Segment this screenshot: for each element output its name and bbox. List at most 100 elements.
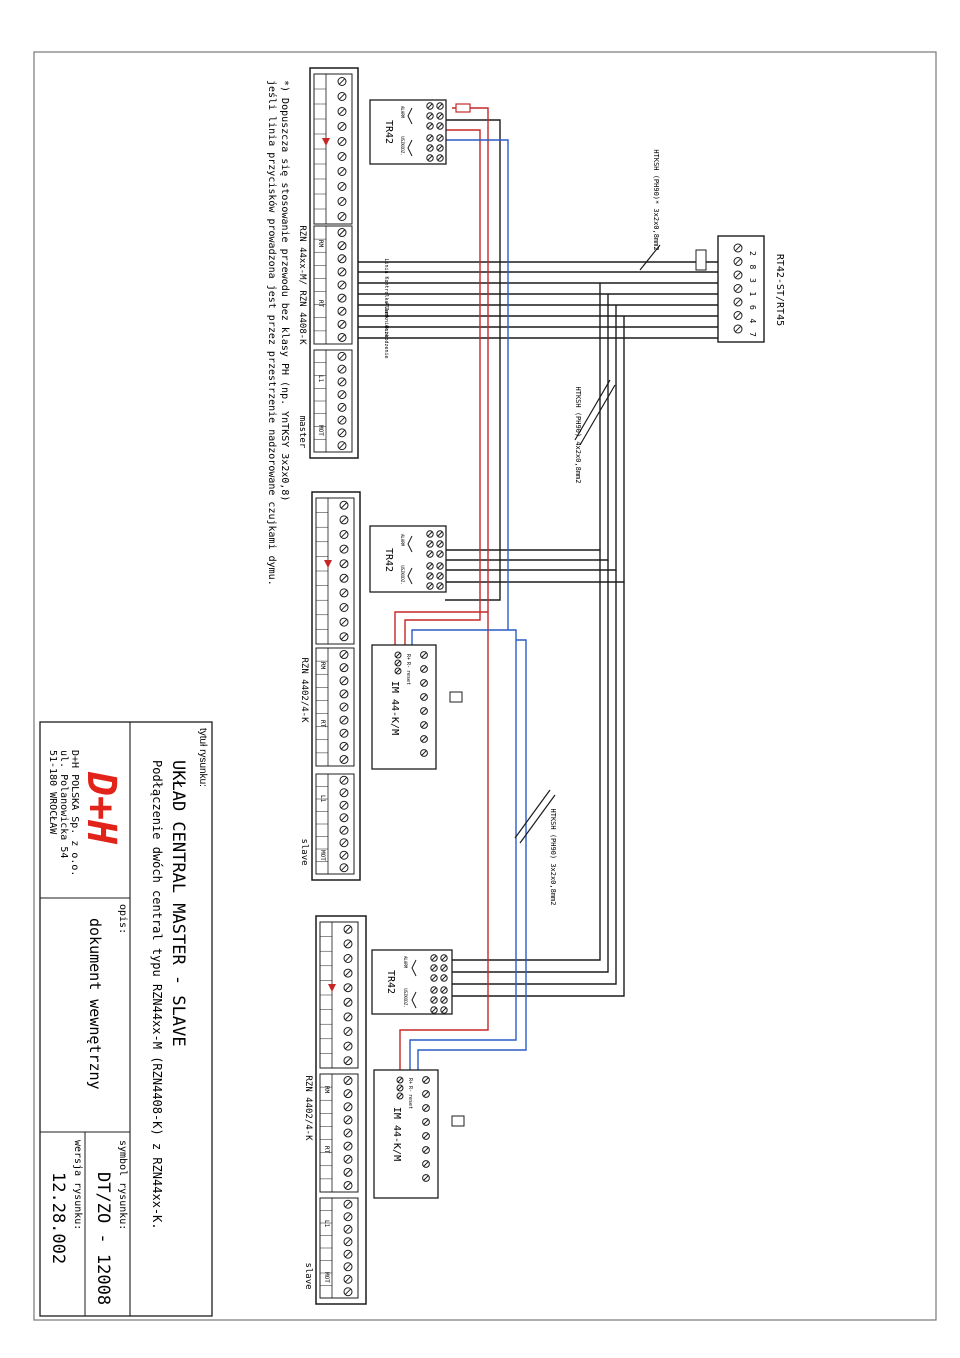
im-terminal-screw-slot [395,652,401,658]
master-group-rt: RT [317,300,324,308]
tr42-slave1-label: TR42 [383,548,394,572]
panel-terminal-screw-slot [344,1142,352,1150]
tr42-terminal-screw-slot [427,155,433,161]
panel-terminal-screw-slot [344,1182,352,1189]
tr42-terminal-screw-slot [431,997,437,1003]
tr42-slave2-alarm: ALARM [403,956,408,969]
im-terminal-screw-slot [423,1077,429,1083]
note-line2: jeśli linia przycisków prowadzona jest p… [266,80,278,586]
tr42-terminal-screw-slot [441,987,447,993]
panel-terminal-screw-slot [344,1129,352,1137]
panel-terminal-screw-slot [338,365,346,373]
symbol-value: DT/ZO - 12008 [93,1172,113,1305]
relay-contact-symbol [411,991,417,1009]
master-role: master [297,416,307,449]
slave1-role: slave [299,838,309,865]
panel-terminal-screw-slot [344,1238,352,1245]
slave1-group-l1: L1 [319,795,326,803]
im-module-1-terminals [394,651,428,757]
panel-terminal-screw-slot [344,1090,352,1097]
master-block-power [313,73,353,225]
panel-terminal-screw-slot [344,999,352,1006]
panel-terminal-screw-slot [344,955,352,962]
tr42-slave2-terminals [411,954,448,1014]
panel-terminal-screw-slot [340,730,348,737]
im1-term-rplus: R+ [405,654,411,660]
logo-text: D+H [78,771,124,845]
tr42-slave2-fault: USZKODZ. [403,988,408,1007]
company-street: ul. Polanowicka 54 [58,750,69,858]
panel-terminal-screw-slot [338,442,346,449]
master-group-l1: L1 [317,375,324,383]
tr42-terminal-screw-slot [437,103,443,109]
slave1-model: RZN 4402/4-K [299,657,309,723]
master-block-mot [313,349,353,453]
panel-terminal-screw-slot [340,618,348,626]
tr42-master-alarm: ALARM [400,106,405,119]
im-terminal-screw-slot [421,652,427,658]
im-terminal-screw-slot [397,1093,403,1099]
tr42-master-fault: USZKODZ. [400,136,405,155]
tr42-terminal-screw-slot [437,113,443,119]
panel-terminal-screw-slot [340,633,348,640]
panel-terminal-screw-slot [340,560,348,567]
title-block: tytuł rysunku: UKŁAD CENTRAL MASTER - SL… [39,721,213,1317]
rt-terminal-screw-slot [734,271,742,279]
im-terminal-screw-slot [421,680,427,686]
tr42-slave1-alarm: ALARM [400,534,405,547]
terminal-block-frame [313,225,353,345]
terminal-block-frame [315,647,355,767]
panel-terminal-screw-slot [340,827,348,834]
im-terminal-screw-slot [421,694,427,700]
panel-terminal-screw-slot [338,93,346,100]
tr42-terminal-screw-slot [427,103,433,109]
im1-term-rminus: R- [405,662,411,668]
slave2-polarity-mark [328,984,336,992]
cable-label-bottom: HTKSH (PH90) 3x2x0,8mm2 [549,809,557,906]
symbol-label: symbol rysunku: [117,1140,128,1230]
panel-terminal-screw-slot [338,138,346,145]
panel-terminal-screw-slot [338,255,346,262]
tr42-terminal-screw-slot [431,955,437,961]
tr42-terminal-screw-slot [437,155,443,161]
im-module-2-label: IM 44-K/M [391,1107,402,1161]
tr42-master: TR42 ALARM USZKODZ. [369,99,447,165]
master-group-mot: MOT [317,425,324,436]
panel-terminal-screw-slot [338,78,346,85]
panel-terminal-screw-slot [340,575,348,582]
tr42-master-label: TR42 [383,120,394,144]
im-module-2-terminals [396,1076,430,1182]
wire-label-linia: Linia [383,258,389,273]
panel-terminal-screw-slot [340,589,348,597]
im2-term-reset: reset [407,1094,413,1109]
note-line1: *) Dopuszcza się stosowanie przewodu bez… [279,80,290,501]
rt-terminal-number: 6 [748,305,757,310]
im-module-1: IM 44-K/M R+ R- reset [371,644,463,770]
cable-label-top: HTKSH (PH90)* 3x2x0,8mm2 [652,149,660,250]
panel-terminal-screw-slot [338,123,346,130]
panel-terminal-screw-slot [340,852,348,859]
im-terminal-screw-slot [423,1105,429,1111]
dh-logo: D+H [78,771,124,845]
wiring [350,103,730,1070]
panel-terminal-screw-slot [344,1201,352,1208]
tr42-terminal-screw-slot [427,583,433,589]
tr42-terminal-screw-slot [437,551,443,557]
panel-terminal-screw-slot [338,268,346,276]
slave1-block-rt [315,647,355,767]
relay-contact-symbol [407,107,413,125]
drawing-subtitle: Podłączenie dwóch central typu RZN44xx-M… [150,760,164,1230]
panel-terminal-screw-slot [338,281,346,289]
rt-terminal-screw-slot [734,312,742,319]
tr42-terminal-screw-slot [427,551,433,557]
panel-terminal-screw-slot [340,864,348,871]
company-name: D+H POLSKA Sp. z o.o. [69,750,80,876]
wire-label-uszkodzenie: Uszkodzenie [383,325,389,358]
tr42-terminal-screw-slot [427,573,433,579]
drawing-title: UKŁAD CENTRAL MASTER - SLAVE [168,760,188,1047]
panel-terminal-screw-slot [340,545,348,553]
slave1-group-rm: RM [319,662,326,670]
panel-terminal-screw-slot [338,198,346,205]
drawing-frame [33,51,937,1321]
panel-terminal-screw-slot [340,777,348,784]
